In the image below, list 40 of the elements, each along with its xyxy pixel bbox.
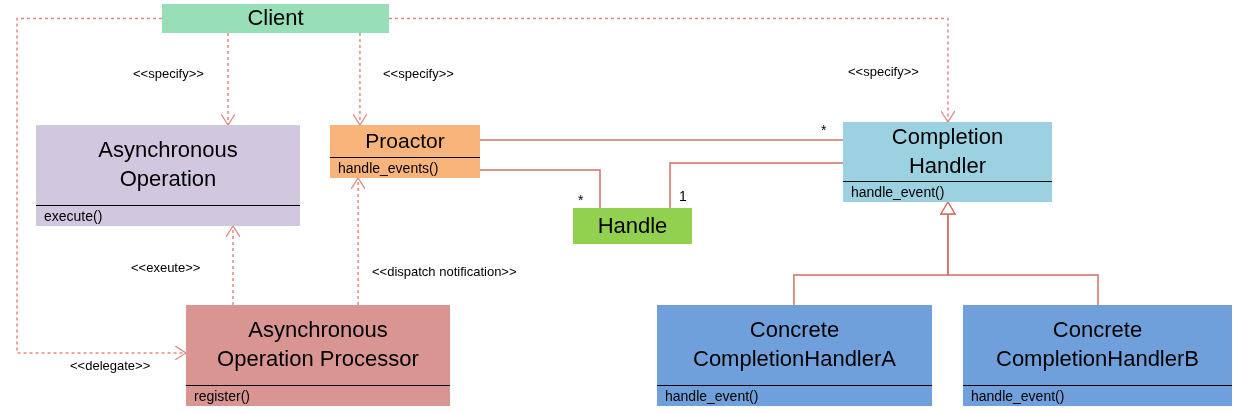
class-box xyxy=(843,122,1052,202)
class-box xyxy=(963,305,1232,406)
multiplicity-label: 1 xyxy=(679,188,687,204)
class-box xyxy=(186,305,450,406)
class-box xyxy=(36,125,300,226)
class-box xyxy=(573,208,692,244)
edge-label: <<specify>> xyxy=(383,66,454,82)
class-name: Handle xyxy=(597,211,668,240)
dependency-arrow xyxy=(16,17,187,361)
method-name: handle_event() xyxy=(665,387,759,406)
inheritance-arrow xyxy=(940,201,1099,306)
method-name: handle_events() xyxy=(338,159,439,178)
class-name: Asynchronous Operation Processor xyxy=(216,316,420,373)
class-name: Concrete CompletionHandlerA xyxy=(692,316,897,373)
multiplicity-label: * xyxy=(578,192,584,208)
class-name: Proactor xyxy=(365,128,445,155)
method-name: handle_event() xyxy=(971,387,1065,406)
association-line xyxy=(669,162,844,209)
dependency-arrow xyxy=(220,32,236,126)
class-name: Concrete CompletionHandlerB xyxy=(995,316,1200,373)
method-name: execute() xyxy=(44,207,103,226)
class-box xyxy=(657,305,932,406)
edge-label: <<dispatch notification>> xyxy=(372,264,517,280)
dependency-arrow xyxy=(225,225,241,306)
method-name: handle_event() xyxy=(851,183,945,202)
class-box xyxy=(162,4,389,33)
class-box xyxy=(330,125,480,178)
class-name: Client xyxy=(247,4,304,33)
edge-label: <<delegate>> xyxy=(70,358,151,374)
association-line xyxy=(479,139,844,141)
edge-label: <<specify>> xyxy=(848,64,919,80)
association-line xyxy=(479,169,601,209)
dependency-arrow xyxy=(388,17,956,123)
dependency-arrow xyxy=(352,32,368,126)
edge-label: <<specify>> xyxy=(133,66,204,82)
dependency-arrow xyxy=(350,177,366,306)
method-name: register() xyxy=(194,387,250,406)
multiplicity-label: * xyxy=(821,122,827,138)
class-name: Completion Handler xyxy=(890,122,1005,180)
class-name: Asynchronous Operation xyxy=(97,136,239,193)
